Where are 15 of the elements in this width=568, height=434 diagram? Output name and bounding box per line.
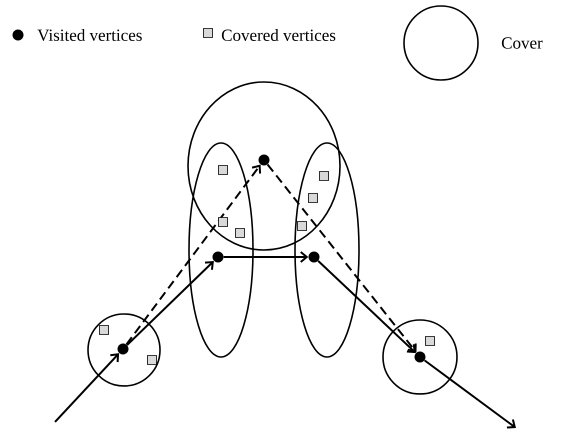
arrow — [224, 251, 308, 263]
legend-text: Covered vertices — [222, 29, 336, 41]
arrow — [266, 164, 417, 353]
arrow — [317, 260, 416, 354]
visited-vertex — [308, 252, 320, 262]
legend-item: Cover — [403, 5, 543, 81]
visited-vertex — [414, 351, 426, 362]
arrow — [424, 360, 516, 428]
arrow — [126, 260, 214, 346]
visited-vertex — [212, 252, 224, 262]
legend-text: Visited vertices — [37, 28, 142, 42]
visited-vertex — [258, 154, 270, 166]
visited-vertex — [118, 344, 128, 354]
arrow — [54, 353, 120, 423]
arrow — [126, 164, 262, 346]
